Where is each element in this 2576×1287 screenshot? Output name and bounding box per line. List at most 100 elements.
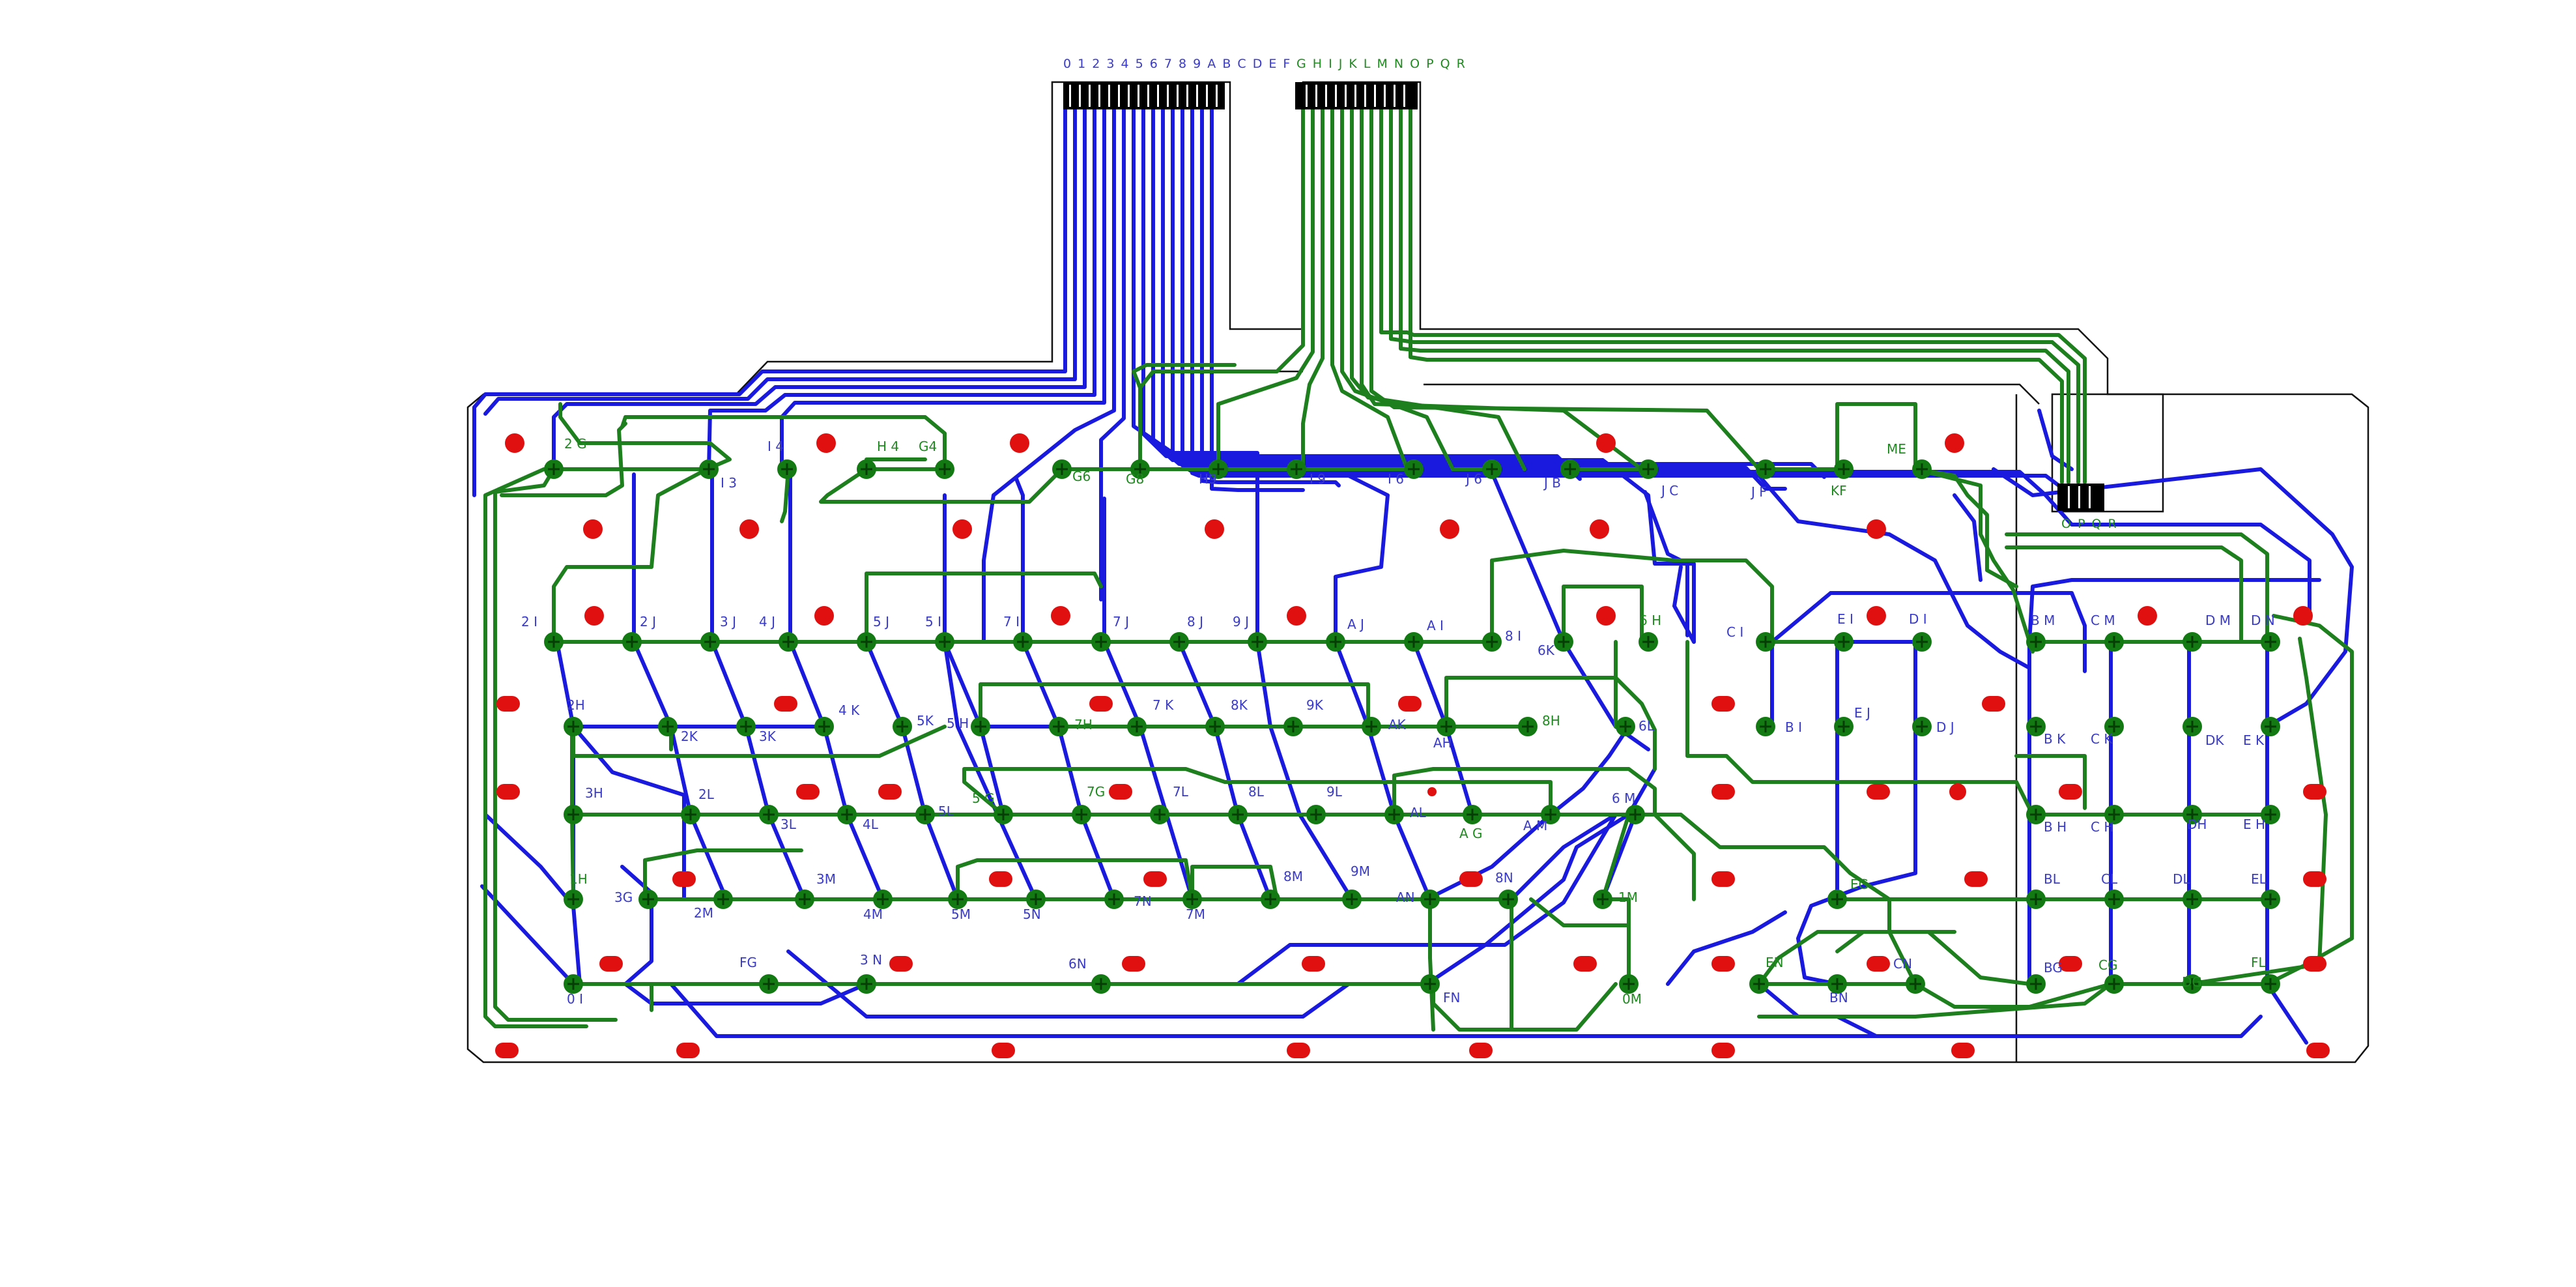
key-pad <box>1182 889 1202 909</box>
key-pad <box>1362 717 1381 736</box>
key-label: ME <box>1887 441 1906 457</box>
key-pad <box>1326 632 1345 652</box>
key-label: 3 J <box>720 614 736 629</box>
key-pad <box>935 632 954 652</box>
key-label: 6K <box>1538 643 1555 658</box>
key-pad <box>681 805 700 824</box>
key-pad <box>1104 889 1124 909</box>
key-label: 5L <box>938 803 954 819</box>
key-label: 5N <box>1023 906 1041 922</box>
key-label: 5 H <box>947 716 969 731</box>
key-pad <box>2026 974 2046 994</box>
key-pad <box>2261 805 2280 824</box>
key-pad <box>857 632 876 652</box>
key-pad <box>1072 805 1091 824</box>
key-pad <box>837 805 857 824</box>
key-pad <box>1127 717 1147 736</box>
key-label: 5K <box>917 713 934 729</box>
key-label: G4 <box>919 439 937 454</box>
key-pad <box>1404 459 1424 479</box>
key-pad <box>564 974 583 994</box>
key-label: BG <box>2044 960 2063 976</box>
key-label: 7 K <box>1152 697 1174 713</box>
key-label: 2M <box>694 905 713 921</box>
key-pad <box>713 889 733 909</box>
key-label: H9 <box>1199 471 1217 487</box>
key-label: DG <box>2182 974 2202 990</box>
key-label: DH <box>2187 817 2207 832</box>
key-pad <box>2261 632 2280 652</box>
key-label: J C <box>1660 483 1678 499</box>
key-label: 3 N <box>860 952 882 968</box>
key-label: H 4 <box>877 439 899 454</box>
key-label: D I <box>1909 611 1927 627</box>
side-connector <box>2057 484 2104 511</box>
key-label: G8 <box>1126 471 1144 487</box>
key-label: B H <box>2044 819 2067 835</box>
key-pad <box>1827 974 1847 994</box>
key-pad <box>2182 889 2202 909</box>
key-label: AH <box>1433 735 1452 751</box>
key-label: DL <box>2173 871 2190 887</box>
key-pad <box>638 889 658 909</box>
mounting-holes <box>495 433 2330 1058</box>
key-pad <box>1560 459 1580 479</box>
key-pad <box>759 805 779 824</box>
key-pad <box>857 974 876 994</box>
key-label: 1H <box>569 871 588 887</box>
key-label: D J <box>1936 719 1954 735</box>
key-label: 9 J <box>1233 614 1249 629</box>
key-label: I 3 <box>721 475 737 491</box>
key-label: E J <box>1854 705 1870 721</box>
key-pad <box>1756 459 1775 479</box>
key-pad <box>1463 805 1482 824</box>
key-pad <box>1906 974 1925 994</box>
key-label: 2L <box>698 787 715 802</box>
key-label: 8N <box>1495 870 1513 886</box>
key-pad <box>915 805 935 824</box>
key-label: 5M <box>951 906 971 922</box>
key-pad <box>1834 717 1853 736</box>
key-pad <box>2104 805 2124 824</box>
key-label: 7L <box>1173 784 1189 800</box>
key-pad <box>1420 889 1440 909</box>
key-label: I 6 <box>1388 471 1404 487</box>
key-label: 7N <box>1134 893 1152 909</box>
key-pad <box>2026 717 2046 736</box>
key-pad <box>1384 805 1404 824</box>
key-pad <box>1026 889 1046 909</box>
key-label: A G <box>1459 826 1483 841</box>
key-label: E K <box>2243 732 2265 748</box>
key-pad <box>1912 717 1932 736</box>
key-pad <box>1625 805 1645 824</box>
key-pad <box>1482 632 1502 652</box>
key-label: I 9 <box>1309 471 1326 487</box>
key-label: 8K <box>1231 697 1248 713</box>
key-pad <box>1498 889 1518 909</box>
key-pad <box>1049 717 1068 736</box>
key-label: EL <box>2251 871 2267 887</box>
key-pad <box>1228 805 1248 824</box>
key-label: 8 I <box>1505 628 1521 644</box>
key-label: CL <box>2101 871 2118 887</box>
key-label: 3L <box>780 817 797 832</box>
key-label: 9M <box>1351 863 1370 879</box>
key-label: 2K <box>681 729 698 744</box>
key-pad <box>622 632 642 652</box>
key-label: 1M <box>1618 889 1638 905</box>
key-label: 8 J <box>1187 614 1203 629</box>
key-pad <box>873 889 893 909</box>
key-pad <box>1261 889 1280 909</box>
key-label: 6 M <box>1612 790 1635 806</box>
key-pad <box>2104 889 2124 909</box>
key-pad <box>544 459 564 479</box>
key-pad <box>544 632 564 652</box>
key-label: 4 K <box>838 702 860 718</box>
key-pad <box>1639 459 1658 479</box>
key-label: E I <box>1837 611 1853 627</box>
key-pad <box>2104 717 2124 736</box>
key-pad <box>1827 889 1847 909</box>
key-pad <box>2104 974 2124 994</box>
key-pad <box>1437 717 1456 736</box>
